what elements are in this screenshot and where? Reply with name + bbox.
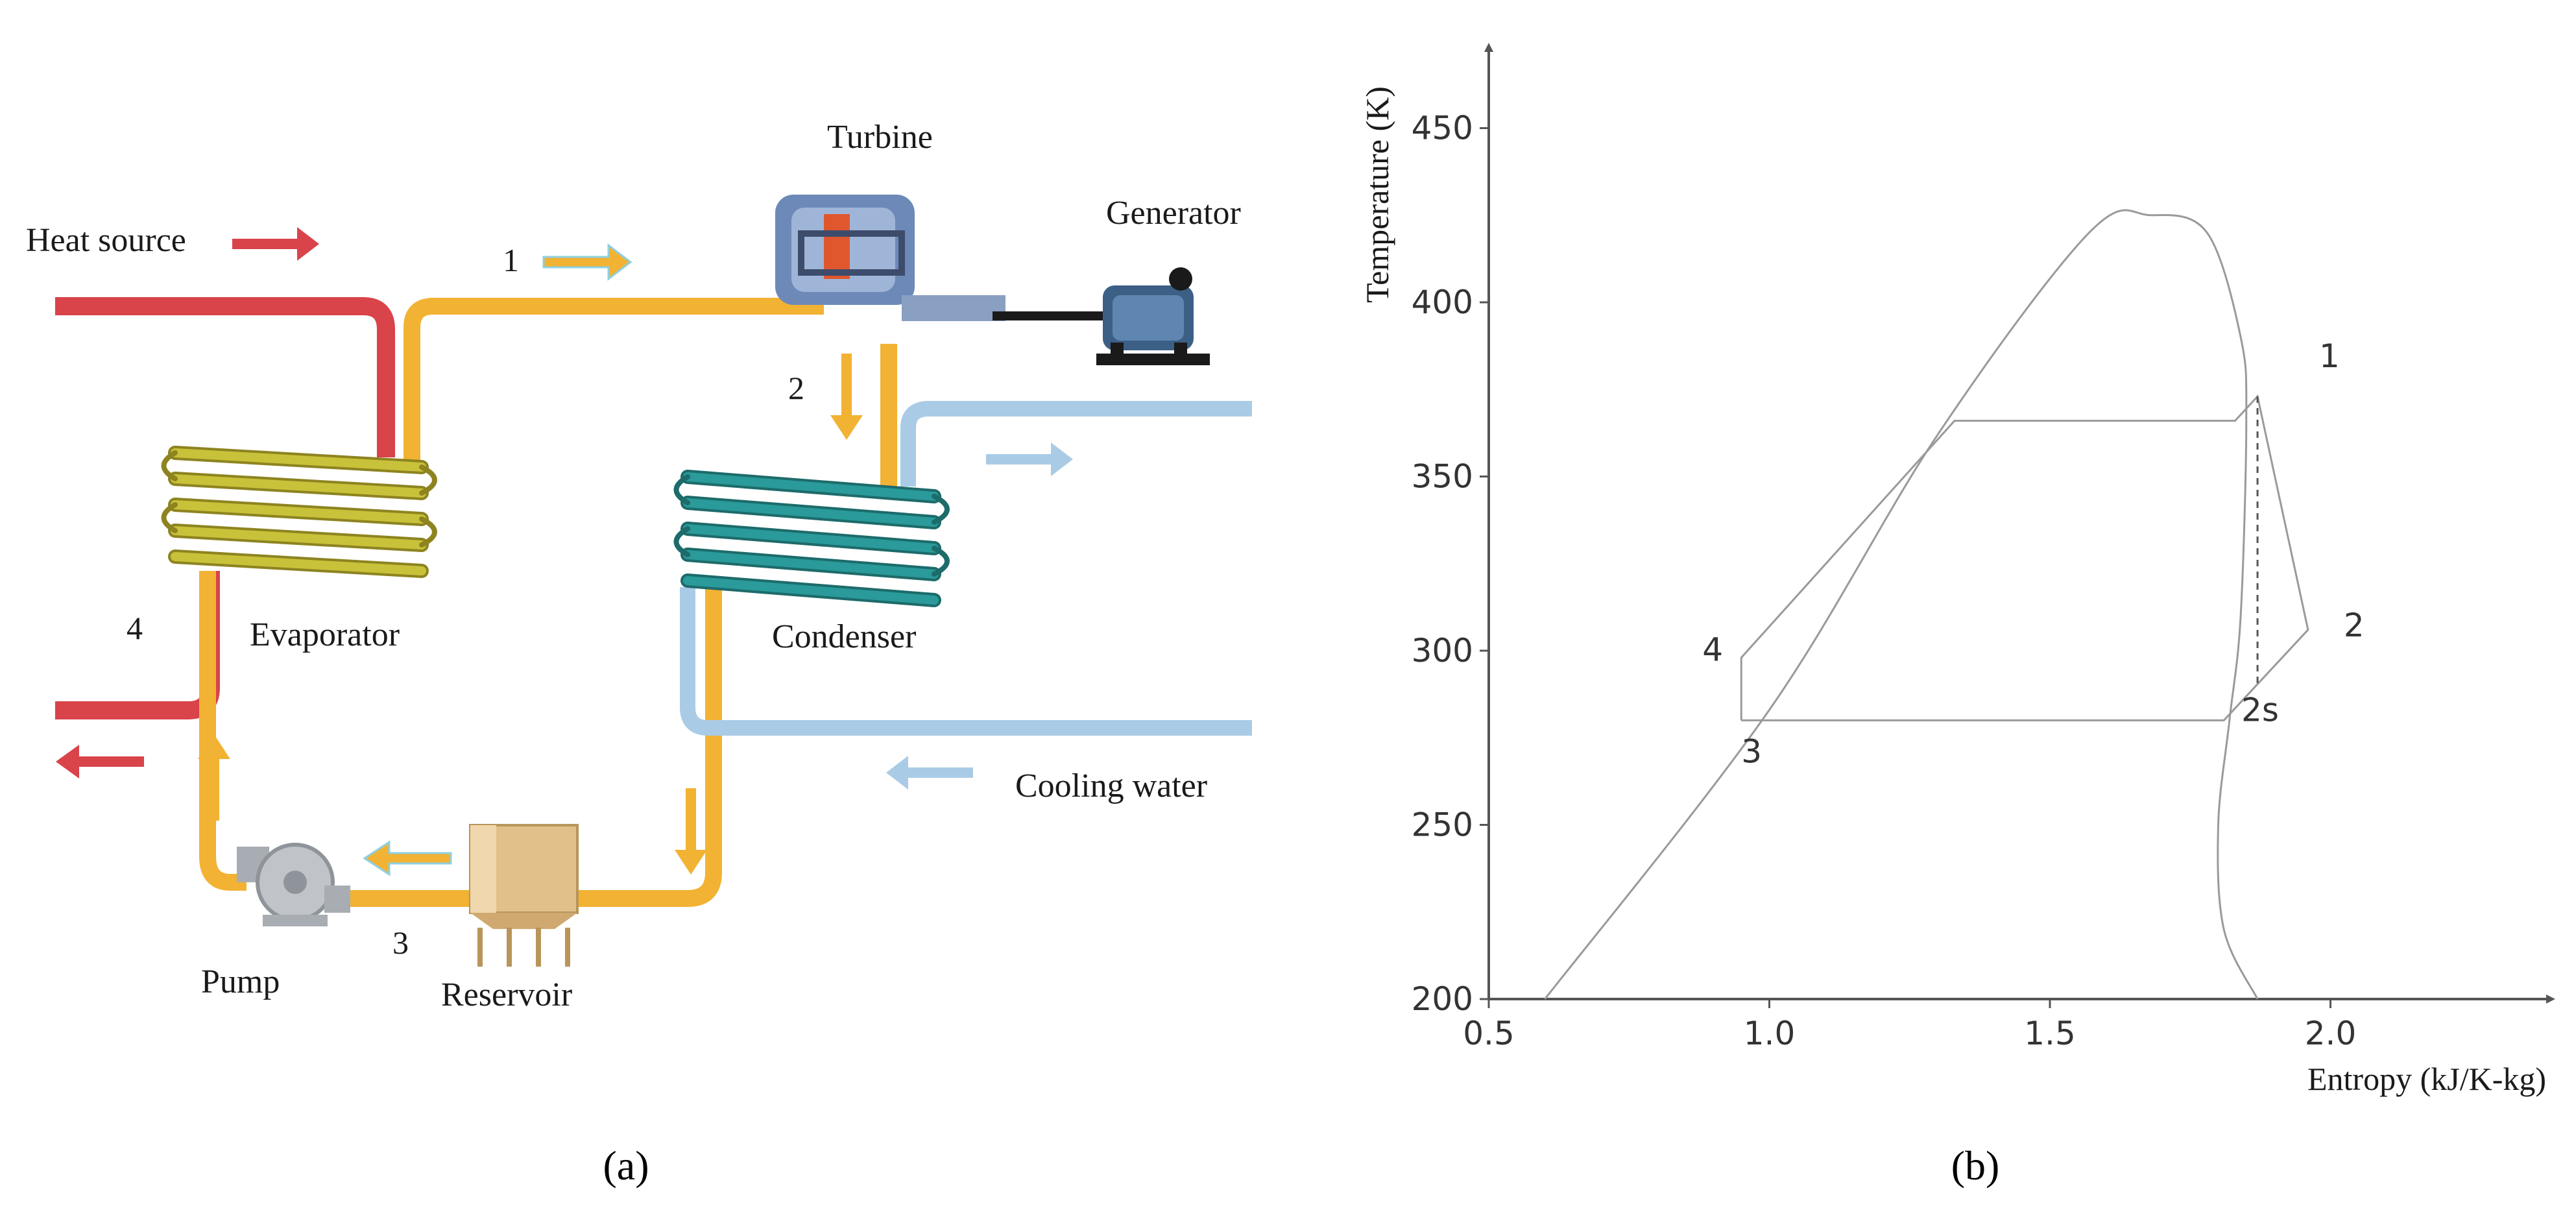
evaporator-label: Evaporator	[250, 616, 400, 653]
x-ticks: 0.5 1.0 1.5 2.0	[1463, 999, 2356, 1052]
y-ticks: 200 250 300 350 400 450	[1412, 110, 1489, 1018]
state-point-label: 3	[1741, 732, 1762, 770]
evaporator-icon	[161, 446, 437, 578]
flow-arrow-2	[830, 354, 863, 440]
condenser-icon	[673, 470, 950, 607]
reservoir-icon	[469, 824, 579, 967]
y-tick-label: 200	[1412, 980, 1473, 1018]
turbine-label: Turbine	[827, 119, 933, 156]
working-fluid-pipe	[199, 298, 897, 907]
y-tick-label: 450	[1412, 110, 1473, 147]
x-tick-label: 1.5	[2024, 1015, 2076, 1052]
y-tick-label: 300	[1412, 632, 1473, 669]
y-axis-label: Temperature (K)	[1359, 86, 1395, 303]
orc-cycle-path	[1740, 394, 2309, 721]
y-tick-label: 250	[1412, 806, 1473, 844]
condenser-label: Condenser	[772, 618, 916, 655]
state-point-label: 2s	[2241, 692, 2279, 729]
x-tick-label: 1.0	[1744, 1015, 1796, 1052]
y-tick-label: 400	[1412, 283, 1473, 321]
pump-icon	[237, 843, 350, 926]
panel-a-caption: (a)	[603, 1142, 649, 1188]
x-tick-label: 0.5	[1463, 1015, 1515, 1052]
flow-arrow-1	[542, 243, 632, 282]
reservoir-label: Reservoir	[441, 976, 572, 1013]
generator-label: Generator	[1106, 195, 1241, 232]
flow-arrow-3	[363, 840, 452, 876]
state-point-label: 2	[2344, 607, 2365, 644]
state-point-label: 1	[2319, 337, 2340, 375]
generator-icon	[1096, 267, 1210, 365]
heat-source-out-arrow	[56, 745, 144, 778]
state-point-1-label: 1	[503, 242, 519, 278]
cooling-out-arrow	[986, 442, 1073, 476]
state-point-labels: 1 2 2s 3 4	[1702, 337, 2364, 770]
heat-source-in-arrow	[232, 227, 319, 261]
panel-b-caption: (b)	[1951, 1142, 2000, 1188]
flow-arrow-4	[198, 734, 230, 821]
panel-b-ts-diagram: 200 250 300 350 400 450 0.5 1.0 1.5 2.0 1 2 2s 3 4 E…	[1359, 43, 2555, 1188]
pump-label: Pump	[201, 963, 280, 1000]
x-tick-label: 2.0	[2305, 1015, 2357, 1052]
saturation-dome-curve	[1544, 209, 2259, 1000]
heat-source-label: Heat source	[26, 222, 186, 259]
state-point-label: 4	[1702, 631, 1723, 669]
y-tick-label: 350	[1412, 458, 1473, 496]
state-point-4-label: 4	[126, 610, 143, 646]
panel-a-schematic: Heat source Turbine Generator Evaporator…	[26, 119, 1252, 1188]
state-point-2-label: 2	[788, 370, 804, 406]
x-axis-label: Entropy (kJ/K-kg)	[2307, 1061, 2546, 1097]
cooling-water-label: Cooling water	[1015, 767, 1207, 804]
cooling-in-arrow	[886, 756, 973, 790]
state-point-3-label: 3	[392, 924, 409, 961]
turbine-icon	[775, 195, 1116, 321]
cooling-water-pipe	[680, 401, 1252, 736]
flow-arrow-down-condenser	[675, 788, 707, 874]
